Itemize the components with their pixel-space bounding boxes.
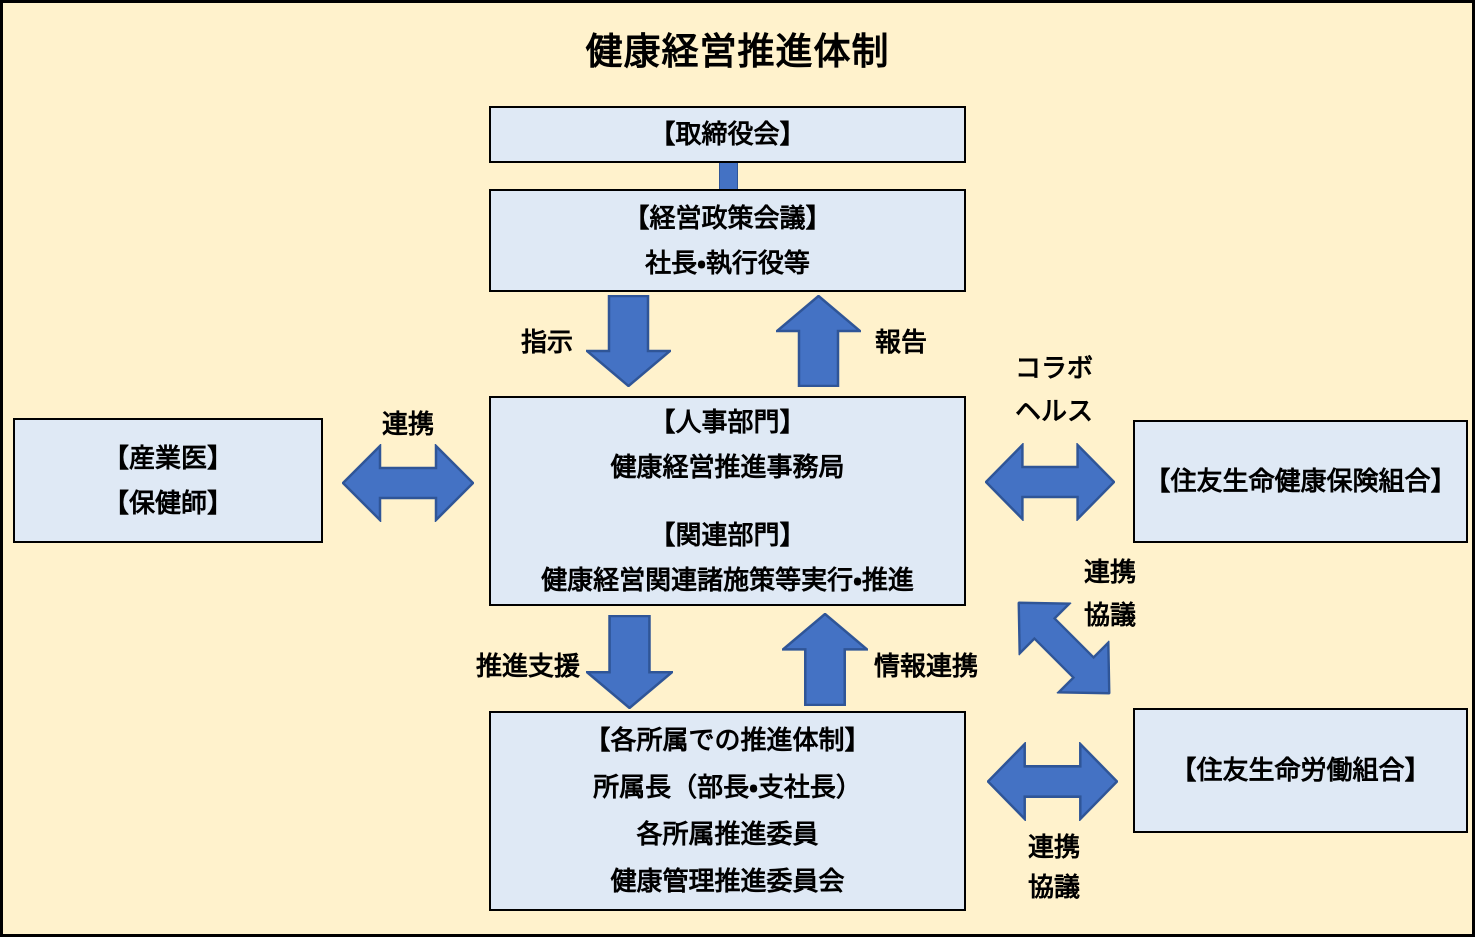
box-health-insurance-association: 【住友生命健康保険組合】 (1133, 420, 1468, 543)
box-line: 【産業医】 (102, 442, 233, 473)
label-cooperation: 連携 (382, 409, 435, 439)
box-management-policy-meeting: 【経営政策会議】 社長・執行役等 (489, 189, 966, 292)
label-report: 報告 (875, 327, 928, 357)
label-line: コラボ (1015, 353, 1094, 383)
box-line: 【取締役会】 (649, 119, 806, 149)
diagram-title: 健康経営推進体制 (585, 31, 890, 72)
double-arrow-icon (985, 443, 1115, 521)
label-instruction: 指示 (521, 327, 574, 357)
label-line: ヘルス (1015, 396, 1094, 426)
box-labor-union: 【住友生命労働組合】 (1133, 708, 1468, 833)
box-line: 所属長（部長・支社長） (593, 772, 862, 802)
box-line: 【関連部門】 (649, 519, 806, 550)
down-arrow-icon (586, 615, 673, 709)
up-arrow-icon (776, 295, 861, 387)
label-promotion-support: 推進支援 (476, 651, 581, 681)
down-arrow-icon (586, 295, 671, 387)
box-line: 健康経営関連諸施策等実行・推進 (541, 564, 914, 595)
box-hr-and-related-departments: 【人事部門】 健康経営推進事務局 【関連部門】 健康経営関連諸施策等実行・推進 (489, 396, 966, 606)
label-info-cooperation: 情報連携 (874, 651, 979, 681)
label-cooperation-consultation-lower: 連携 協議 (1023, 827, 1085, 907)
double-arrow-icon (987, 742, 1118, 821)
box-line: 【各所属での推進体制】 (584, 725, 871, 755)
label-line: 協議 (1027, 872, 1080, 902)
box-departments-promotion-structure: 【各所属での推進体制】 所属長（部長・支社長） 各所属推進委員 健康管理推進委員… (489, 711, 966, 911)
label-collabo-health: コラボ ヘルス (1015, 347, 1093, 433)
box-line: 【保健師】 (102, 487, 233, 518)
box-line: 健康管理推進委員会 (610, 866, 845, 896)
up-arrow-icon (782, 613, 868, 706)
box-line: 各所属推進委員 (636, 819, 819, 849)
box-board-of-directors: 【取締役会】 (489, 106, 966, 163)
box-line: 健康経営推進事務局 (610, 451, 845, 482)
double-arrow-icon (342, 444, 474, 522)
box-line: 【人事部門】 (649, 406, 806, 437)
diagonal-double-arrow-icon (992, 576, 1136, 720)
connector-board-policy (719, 159, 738, 193)
label-line: 連携 (1083, 557, 1136, 587)
label-line: 連携 (1027, 832, 1080, 862)
box-line: 社長・執行役等 (645, 247, 810, 278)
box-line: 【経営政策会議】 (623, 202, 832, 233)
box-occupational-physician-nurse: 【産業医】 【保健師】 (13, 418, 323, 543)
label-cooperation-consultation-upper: 連携 協議 (1079, 551, 1141, 637)
label-line: 協議 (1083, 600, 1136, 630)
box-line: 【住友生命健康保険組合】 (1144, 466, 1457, 496)
box-line: 【住友生命労働組合】 (1170, 755, 1431, 785)
